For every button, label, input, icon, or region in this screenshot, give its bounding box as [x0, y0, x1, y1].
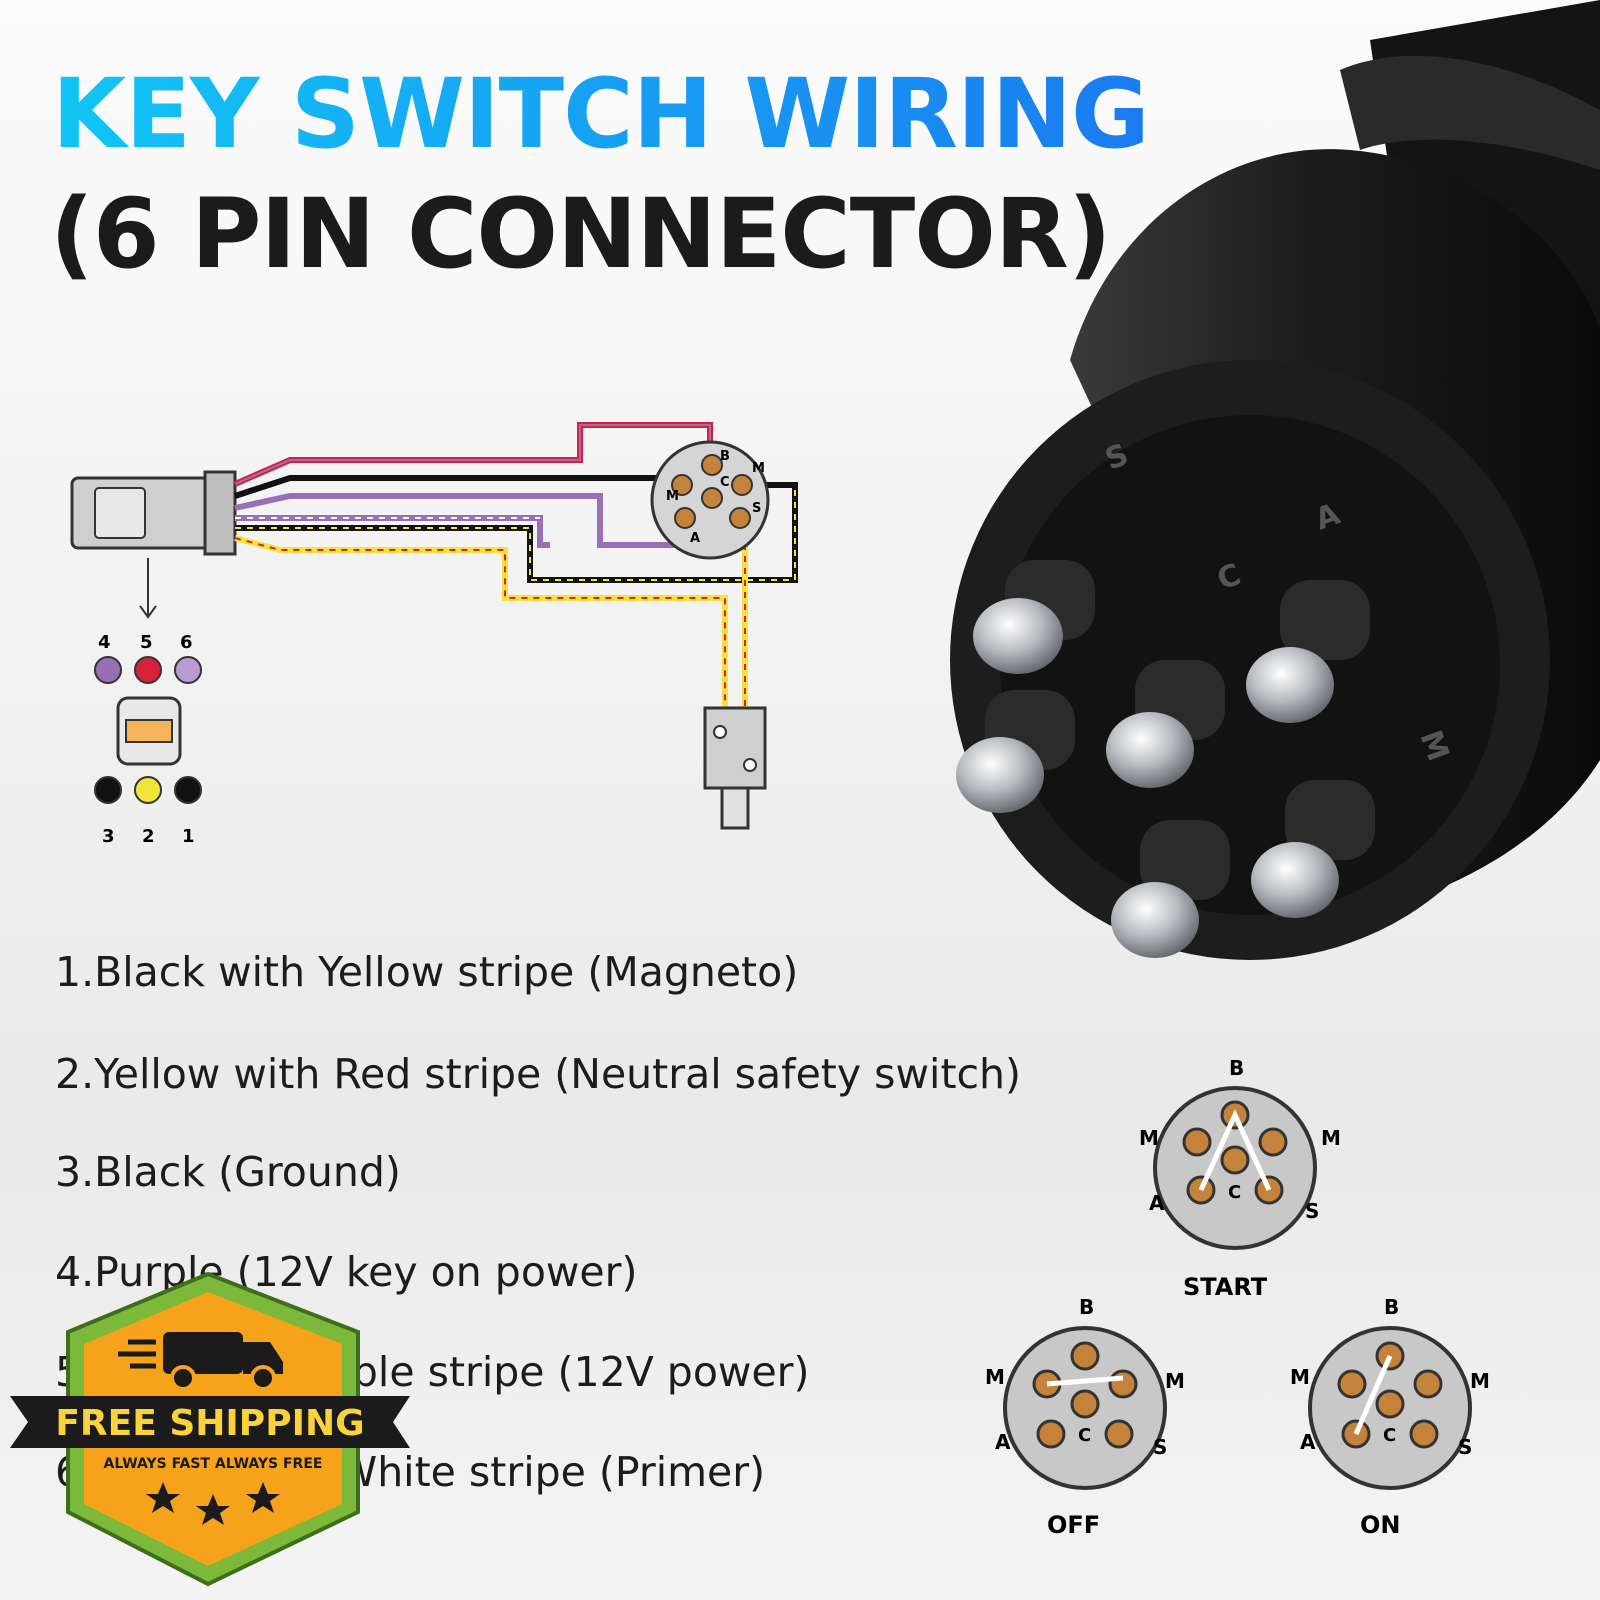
off-pin-s: S — [1153, 1435, 1167, 1459]
start-label: START — [1183, 1273, 1268, 1301]
star-icons — [146, 1482, 280, 1525]
start-pin-m-right: M — [1321, 1126, 1341, 1150]
plug-number-5: 5 — [140, 632, 153, 653]
harness-connector — [70, 470, 237, 556]
off-label: OFF — [1047, 1511, 1100, 1539]
plug-pinout: 4 5 6 3 2 1 — [94, 632, 202, 847]
pin-c-letter: C — [720, 475, 730, 490]
plug-number-3: 3 — [102, 826, 115, 847]
plug-number-1: 1 — [182, 826, 195, 847]
position-off-diagram: B M M A C S OFF — [985, 1296, 1185, 1539]
start-pin-c: C — [1228, 1182, 1241, 1203]
plug-number-6: 6 — [180, 632, 193, 653]
pin-m2-letter: M — [752, 461, 765, 476]
legend-item-2: 2.Yellow with Red stripe (Neutral safety… — [55, 1050, 1022, 1098]
switch-pin-face: B M M C A S — [650, 440, 770, 560]
key-switch-photo: S A C M — [950, 0, 1600, 960]
pin-b-letter: B — [720, 449, 730, 464]
truck-icon — [118, 1332, 283, 1391]
neutral-safety-switch — [703, 706, 767, 830]
off-pin-c: C — [1078, 1425, 1091, 1446]
start-pin-a: A — [1149, 1191, 1165, 1215]
on-pin-m-right: M — [1470, 1369, 1490, 1393]
legend-item-1: 1.Black with Yellow stripe (Magneto) — [55, 948, 799, 996]
off-pin-a: A — [995, 1430, 1011, 1454]
title-line-1: KEY SWITCH WIRING — [52, 58, 1150, 170]
start-pin-b: B — [1229, 1060, 1244, 1080]
start-pin-m-left: M — [1139, 1126, 1159, 1150]
off-pin-b: B — [1079, 1296, 1094, 1319]
off-pin-m-right: M — [1165, 1369, 1185, 1393]
on-pin-m-left: M — [1290, 1365, 1310, 1389]
on-label: ON — [1360, 1511, 1401, 1539]
off-pin-m-left: M — [985, 1365, 1005, 1389]
arrow-down-icon — [139, 558, 157, 619]
pin-m1-letter: M — [666, 489, 679, 504]
badge-main-text: FREE SHIPPING — [55, 1403, 364, 1444]
position-start-diagram: B M M A C S START — [1139, 1060, 1341, 1301]
plug-number-4: 4 — [98, 632, 111, 653]
on-pin-c: C — [1383, 1425, 1396, 1446]
badge-sub-text: ALWAYS FAST ALWAYS FREE — [104, 1456, 323, 1472]
position-on-diagram: B M M A C S ON — [1290, 1296, 1490, 1539]
on-pin-b: B — [1384, 1296, 1399, 1319]
plug-number-2: 2 — [142, 826, 155, 847]
title-line-2: (6 PIN CONNECTOR) — [50, 178, 1112, 290]
free-shipping-badge: FREE SHIPPING ALWAYS FAST ALWAYS FREE — [10, 1272, 410, 1587]
legend-item-4: 4.Purple (12V key on power) — [55, 1248, 638, 1296]
pin-a-letter: A — [690, 531, 700, 546]
pin-s-letter: S — [752, 501, 761, 516]
on-pin-a: A — [1300, 1430, 1316, 1454]
wiring-diagram: B M M C A S 4 5 6 3 2 1 — [70, 422, 798, 847]
start-pin-s: S — [1305, 1199, 1319, 1223]
legend-item-3: 3.Black (Ground) — [55, 1148, 401, 1196]
on-pin-s: S — [1458, 1435, 1472, 1459]
